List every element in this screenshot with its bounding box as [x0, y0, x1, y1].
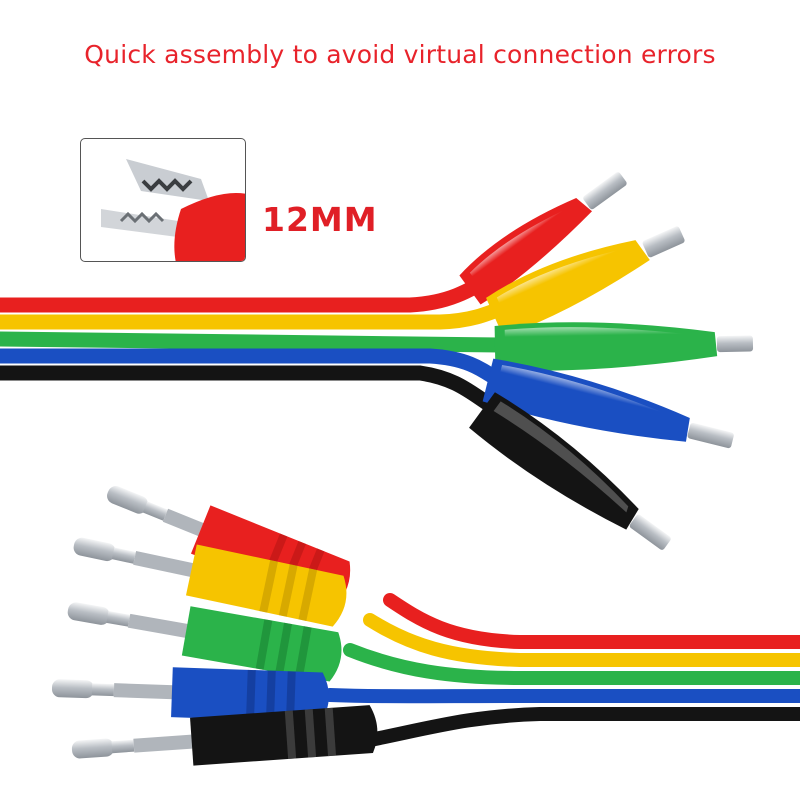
jaw-closeup-inset	[80, 138, 246, 262]
alligator-clip-green	[494, 322, 754, 371]
lower-red-cable	[383, 593, 800, 649]
jaw-size-label: 12MM	[262, 200, 378, 239]
lower-cable-bundle	[323, 593, 800, 747]
banana-plug-black	[71, 705, 378, 766]
upper-cable-bundle	[0, 267, 518, 413]
lower-blue-cable	[323, 688, 800, 704]
serrated-jaw-closeup	[101, 159, 245, 261]
upper-red-cable	[0, 267, 503, 313]
upper-green-cable	[0, 331, 508, 353]
headline: Quick assembly to avoid virtual connecti…	[84, 40, 716, 69]
banana-plug-blue	[51, 667, 329, 723]
lower-black-cable	[363, 707, 800, 747]
banana-plug-yellow	[73, 537, 347, 627]
alligator-clip-yellow	[486, 226, 685, 337]
alligator-clip-blue	[482, 358, 734, 449]
alligator-clip-black	[469, 392, 671, 550]
banana-plug-green	[67, 602, 342, 682]
alligator-clip-red	[459, 172, 627, 305]
lower-green-cable	[343, 643, 800, 685]
upper-black-cable	[0, 365, 498, 413]
lower-yellow-cable	[363, 613, 800, 667]
